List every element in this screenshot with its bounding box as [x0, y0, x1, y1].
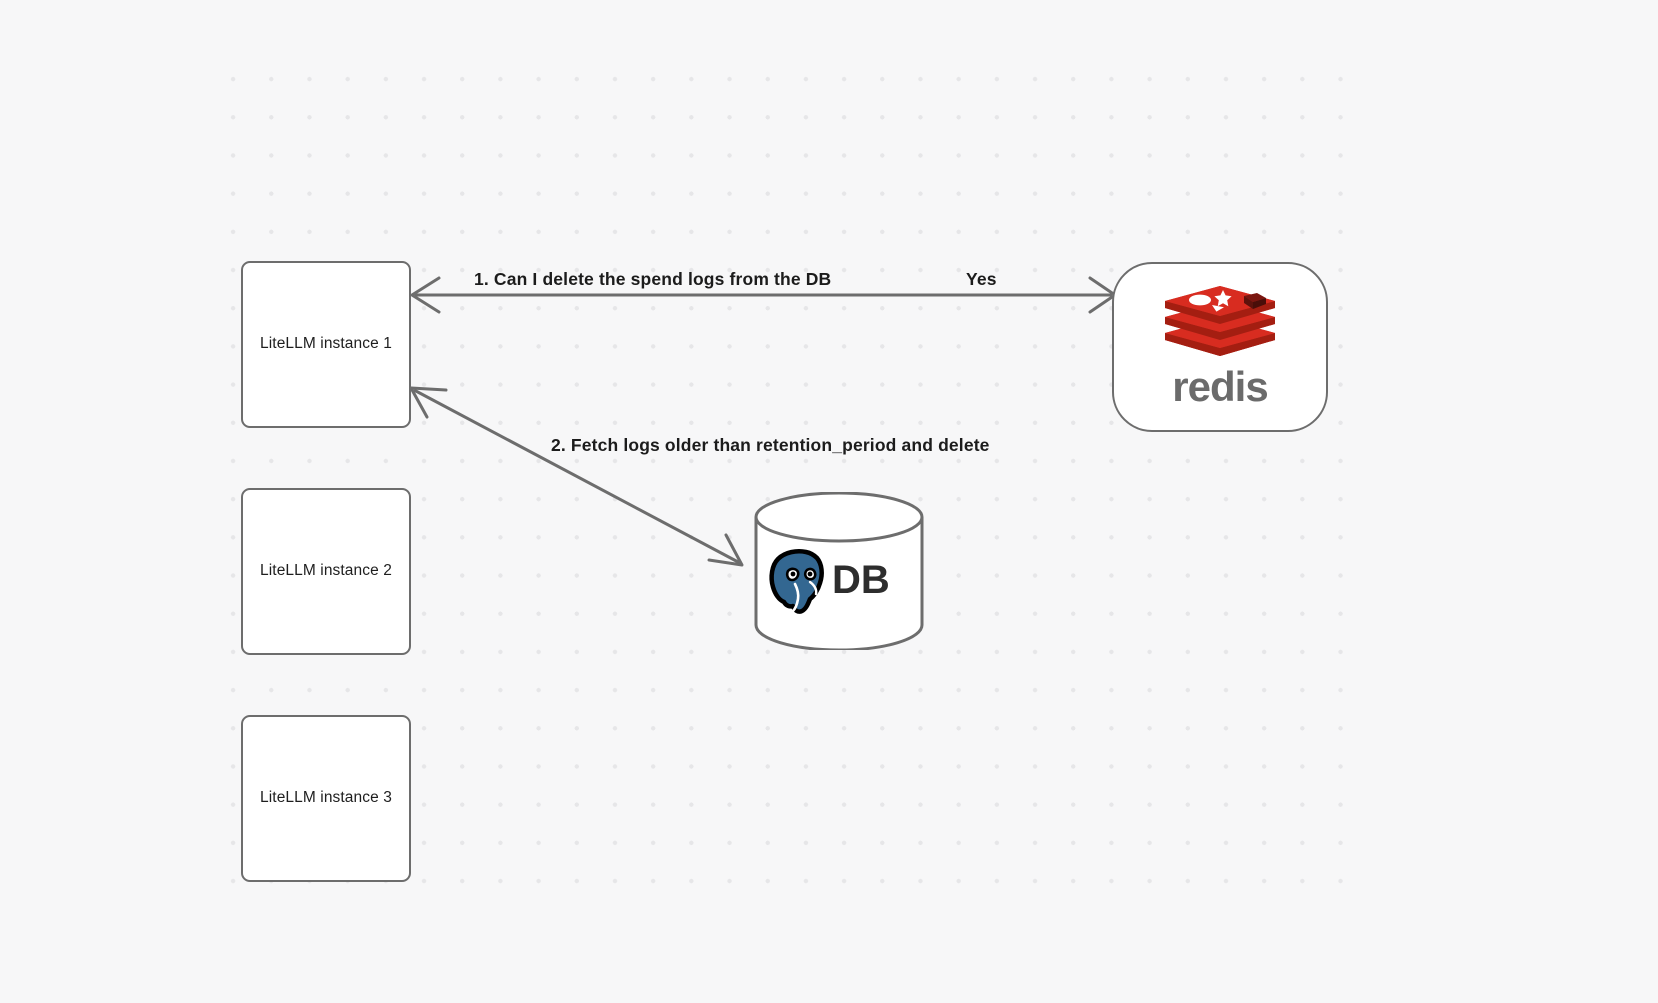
- edge-db-line: [409, 386, 744, 567]
- edge-label-db-fetch: 2. Fetch logs older than retention_perio…: [551, 435, 990, 455]
- node-litellm-instance-1[interactable]: LiteLLM instance 1: [241, 261, 411, 428]
- node-database[interactable]: DB: [753, 491, 925, 652]
- redis-logo-icon: [1165, 286, 1275, 356]
- node-litellm-instance-3[interactable]: LiteLLM instance 3: [241, 715, 411, 882]
- arrowhead-upper-db-edge: [409, 386, 448, 419]
- arrowhead-lower-db-edge: [707, 533, 744, 567]
- database-cylinder-shape: [754, 491, 924, 652]
- arrowhead-left-redis-edge: [410, 276, 441, 314]
- node-litellm-instance-3-label: LiteLLM instance 3: [260, 789, 392, 807]
- database-label: DB: [832, 557, 890, 602]
- node-litellm-instance-2[interactable]: LiteLLM instance 2: [241, 488, 411, 655]
- node-redis[interactable]: redis: [1112, 262, 1328, 432]
- edge-label-redis-question: 1. Can I delete the spend logs from the …: [474, 269, 832, 289]
- node-litellm-instance-1-label: LiteLLM instance 1: [260, 335, 392, 353]
- postgresql-elephant-icon: [769, 549, 824, 614]
- node-litellm-instance-2-label: LiteLLM instance 2: [260, 562, 392, 580]
- redis-wordmark: redis: [1172, 363, 1268, 410]
- edge-label-redis-reply: Yes: [966, 269, 997, 289]
